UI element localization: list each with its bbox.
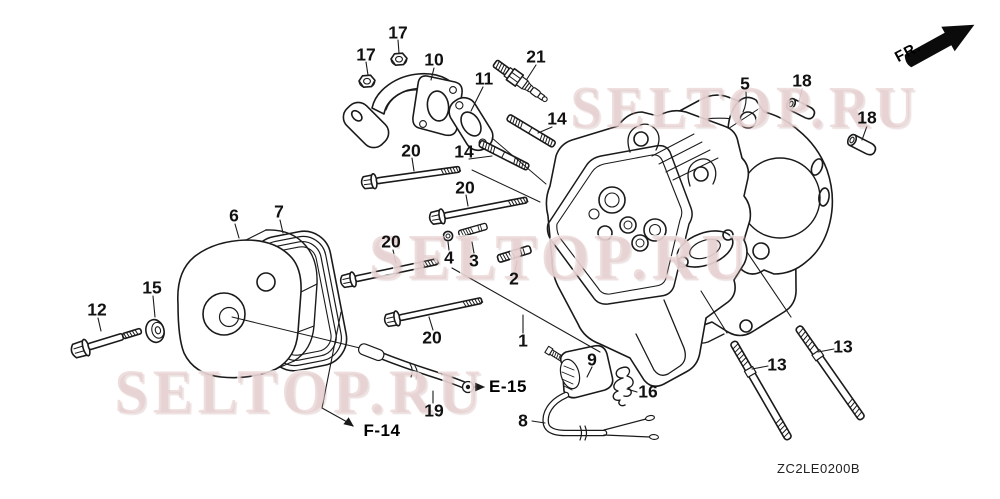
part-valve-cover: [177, 229, 365, 379]
part-cylinder-head: [545, 109, 752, 388]
part-breather-tube: [357, 343, 475, 394]
callout-14: 14: [454, 141, 474, 162]
part-washer-15: [145, 318, 165, 344]
callout-11: 11: [474, 68, 494, 89]
callout-17: 17: [356, 44, 376, 65]
ref-label-e-15: E-15: [489, 377, 527, 396]
callout-20: 20: [455, 177, 475, 198]
callout-20: 20: [381, 231, 401, 252]
callout-15: 15: [142, 277, 162, 298]
callout-3: 3: [469, 250, 479, 271]
part-stud-13b: [793, 323, 867, 423]
part-stud-2: [496, 244, 533, 264]
part-bolt-20b: [427, 191, 530, 227]
callout-18: 18: [857, 107, 877, 128]
part-pin-18b: [845, 132, 879, 158]
part-bolt-20a: [359, 160, 463, 192]
callout-19: 19: [424, 400, 444, 421]
part-bolt-12: [70, 327, 143, 359]
part-spark-plug: [492, 59, 548, 103]
callout-6: 6: [229, 205, 239, 226]
callout-8: 8: [518, 410, 528, 431]
callout-13: 13: [833, 336, 853, 357]
ref-label-f-14: F-14: [363, 421, 401, 440]
callout-21: 21: [526, 46, 546, 67]
part-nut-17a: [390, 52, 408, 66]
callout-13: 13: [767, 354, 787, 375]
callout-17: 17: [388, 22, 408, 43]
callout-14: 14: [547, 108, 567, 129]
callout-12: 12: [87, 299, 107, 320]
part-bolt-20c: [338, 253, 441, 291]
callout-10: 10: [424, 49, 444, 70]
part-pin-18a: [784, 96, 818, 122]
callout-9: 9: [587, 349, 597, 370]
callout-7: 7: [274, 201, 284, 222]
part-stud-3: [457, 222, 489, 238]
callout-4: 4: [444, 247, 454, 268]
fr-arrow: [904, 24, 975, 68]
callout-20: 20: [422, 327, 442, 348]
leader-13b-part: [746, 251, 792, 318]
part-nut-17b: [358, 74, 376, 88]
callout-20: 20: [401, 140, 421, 161]
part-plug-wire: [542, 391, 660, 441]
callout-18: 18: [792, 70, 812, 91]
part-clip-16: [612, 366, 634, 407]
callout-16: 16: [638, 381, 658, 402]
part-exhaust-pipe: [342, 72, 463, 149]
part-stud-14b: [477, 139, 531, 172]
diagram-code: ZC2LE0200B: [777, 461, 861, 476]
callout-1: 1: [518, 330, 528, 351]
part-washer-4: [442, 230, 454, 242]
part-bolt-20d: [382, 292, 485, 330]
part-plug-cap: [544, 344, 614, 399]
callout-2: 2: [509, 268, 519, 289]
leader-lines: [97, 39, 868, 427]
leader-13a-part: [700, 290, 728, 334]
callout-5: 5: [740, 73, 750, 94]
